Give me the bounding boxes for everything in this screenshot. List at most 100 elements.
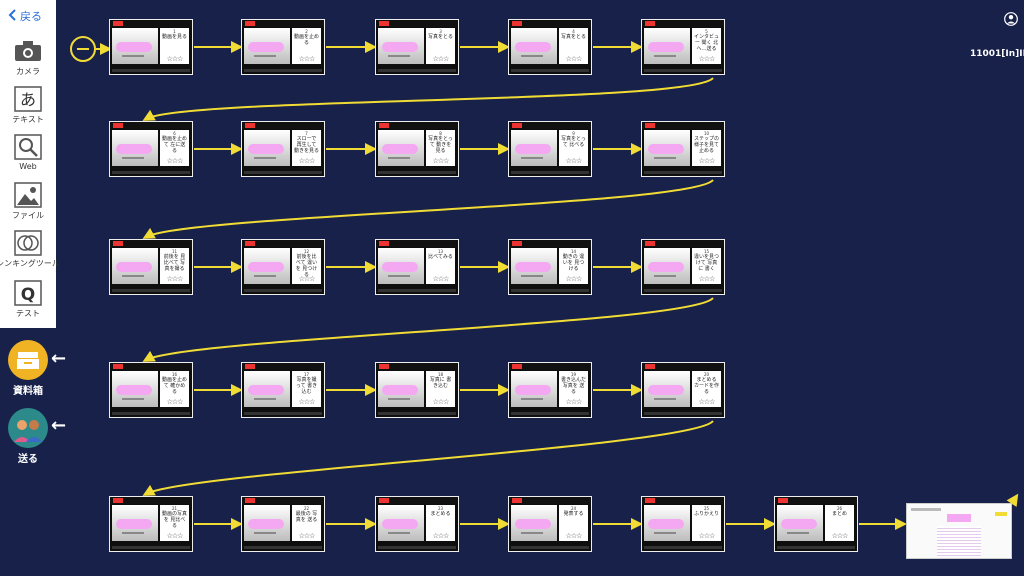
card-footer xyxy=(378,546,456,549)
tool-web[interactable]: Web xyxy=(0,134,56,171)
card-screen xyxy=(644,505,690,541)
card-screen xyxy=(112,371,158,407)
final-document-thumbnail[interactable] xyxy=(906,503,1012,559)
card-footer xyxy=(511,289,589,292)
card-screen xyxy=(644,248,690,284)
card-footer xyxy=(378,412,456,415)
tool-test[interactable]: Q テスト xyxy=(0,280,56,319)
card-number: 23 xyxy=(437,506,444,511)
card-number: 16 xyxy=(171,372,178,377)
card-toolbar xyxy=(642,497,724,504)
back-button[interactable]: 戻る xyxy=(8,8,42,24)
sidebar: 戻る カメラ あ テキスト Web ファイル シンキングツール Q xyxy=(0,0,60,328)
card-footer xyxy=(244,546,322,549)
star-rating-icon: ☆☆☆ xyxy=(565,55,583,63)
archive-button[interactable] xyxy=(8,340,48,380)
card-text: 発表する xyxy=(563,511,584,517)
pill-label xyxy=(515,144,551,154)
video-logo-icon xyxy=(778,498,788,503)
card-text: 書き込んだ 写真を 送る xyxy=(561,377,587,395)
collapse-minus-button[interactable] xyxy=(70,36,96,62)
card-footer xyxy=(244,69,322,72)
send-button[interactable] xyxy=(8,408,48,448)
card-footer xyxy=(112,289,190,292)
card-footer xyxy=(644,289,722,292)
user-account-icon[interactable] xyxy=(1004,11,1018,26)
card-toolbar xyxy=(509,497,591,504)
video-logo-icon xyxy=(113,123,123,128)
card-screen xyxy=(511,28,557,64)
star-rating-icon: ☆☆☆ xyxy=(166,55,184,63)
card-number: 3 xyxy=(439,29,442,34)
card-text: まとめる カードを作る xyxy=(694,377,720,395)
star-rating-icon: ☆☆☆ xyxy=(831,532,849,540)
video-logo-icon xyxy=(379,498,389,503)
card-number: 24 xyxy=(570,506,577,511)
card-screen xyxy=(644,28,690,64)
card-text: 最後の 写真を 送る xyxy=(295,511,318,523)
video-logo-icon xyxy=(113,498,123,503)
card-toolbar xyxy=(642,363,724,370)
tool-file[interactable]: ファイル xyxy=(0,182,56,221)
card-toolbar xyxy=(242,240,324,247)
card-toolbar xyxy=(376,363,458,370)
card-screen xyxy=(112,130,158,166)
tool-text[interactable]: あ テキスト xyxy=(0,86,56,125)
star-rating-icon: ☆☆☆ xyxy=(298,398,316,406)
card-toolbar xyxy=(242,20,324,27)
card-footer xyxy=(511,69,589,72)
card-footer xyxy=(112,69,190,72)
tool-camera[interactable]: カメラ xyxy=(0,38,56,77)
star-rating-icon: ☆☆☆ xyxy=(565,157,583,165)
star-rating-icon: ☆☆☆ xyxy=(432,55,450,63)
card-toolbar xyxy=(642,240,724,247)
card-footer xyxy=(112,171,190,174)
card-text: 写真に 書き込む xyxy=(429,377,452,389)
card-toolbar xyxy=(509,363,591,370)
card-number: 26 xyxy=(836,506,843,511)
card-number: 15 xyxy=(703,249,710,254)
card-toolbar xyxy=(376,122,458,129)
tool-thinking[interactable]: シンキングツール xyxy=(0,230,60,269)
video-logo-icon xyxy=(113,364,123,369)
card-screen xyxy=(511,248,557,284)
star-rating-icon: ☆☆☆ xyxy=(565,398,583,406)
pill-label xyxy=(648,144,684,154)
pill-label xyxy=(116,42,152,52)
archive-label: 資料箱 xyxy=(13,386,43,397)
card-screen xyxy=(244,371,290,407)
video-logo-icon xyxy=(113,241,123,246)
send-arrow-icon: ← xyxy=(51,415,67,436)
